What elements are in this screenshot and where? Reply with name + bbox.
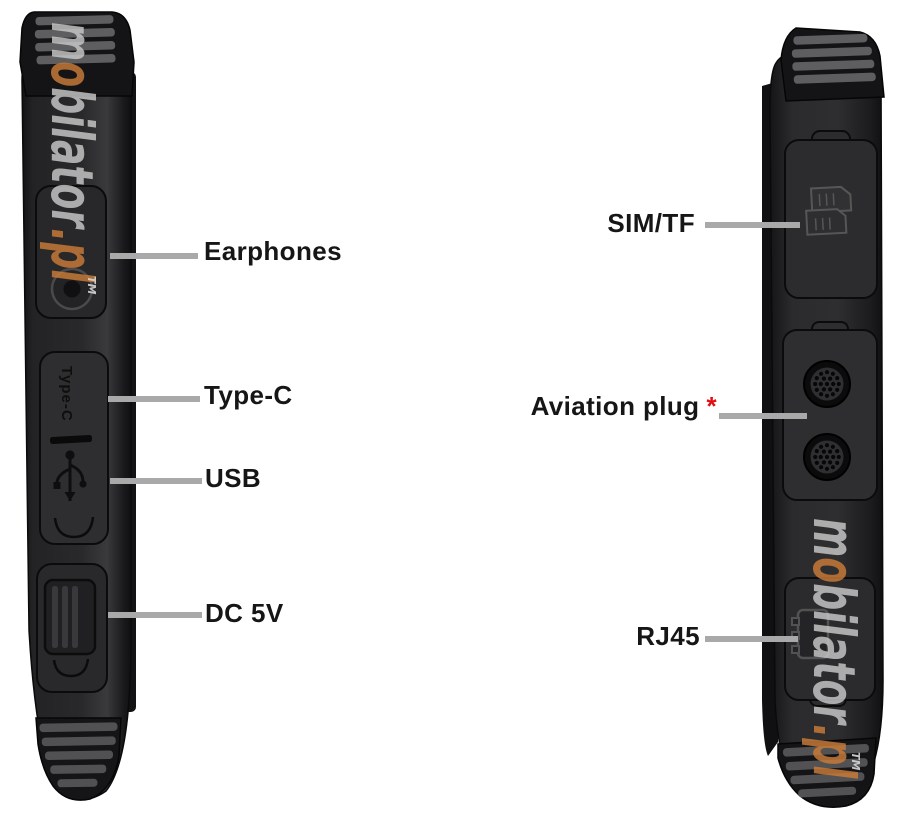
trademark-mark: TM — [849, 752, 862, 771]
footnote-asterisk: * — [706, 391, 717, 421]
callout-label-usb: USB — [205, 463, 262, 493]
watermark-right: mobilator.pl TM — [800, 518, 866, 779]
callout-label-dc-5v: DC 5V — [205, 598, 284, 628]
callout-line-type-c — [108, 396, 200, 402]
watermark-left: mobilator.pl TM — [38, 22, 104, 295]
callout-label-earphones: Earphones — [204, 236, 342, 266]
usb-trident-icon — [53, 450, 87, 501]
callout-line-earphones — [110, 253, 198, 259]
callout-line-aviation-plug — [719, 413, 807, 419]
typec-usb-port-flap: Type-C — [39, 351, 109, 545]
round-pin-connector-icon — [803, 433, 851, 481]
aviation-plug-label-text: Aviation plug — [530, 391, 700, 421]
svg-text:mobilator.pl: mobilator.pl — [800, 518, 866, 779]
sim-tf-flap — [784, 130, 878, 299]
dc-port-flap — [36, 563, 108, 693]
rj45-flap — [784, 577, 876, 707]
round-pin-connector-icon — [803, 360, 851, 408]
flap-pull-tab — [53, 516, 95, 539]
flap-divider — [49, 435, 93, 444]
right-device-bottom-bumper — [777, 737, 877, 808]
typec-flap-marking: Type-C — [58, 366, 75, 422]
svg-text:mobilator.pl: mobilator.pl — [38, 22, 104, 283]
callout-label-sim-tf: SIM/TF — [607, 208, 695, 238]
rj45-jack-icon — [791, 608, 830, 660]
earphones-port-flap — [35, 185, 107, 319]
trademark-mark: TM — [85, 276, 98, 295]
callout-line-dc-5v — [108, 612, 202, 618]
callout-line-usb — [110, 478, 202, 484]
aviation-plug-flap — [782, 321, 878, 501]
callout-label-rj45: RJ45 — [636, 621, 700, 651]
callout-label-aviation-plug: Aviation plug* — [531, 393, 717, 419]
callout-label-type-c: Type-C — [204, 380, 293, 410]
left-device-top-bumper — [19, 11, 135, 97]
right-side-view-illustration: mobilator.pl TM — [762, 27, 885, 808]
right-device-top-bumper — [780, 27, 885, 102]
left-side-view-illustration: Type-C — [19, 11, 136, 801]
sim-cards-icon — [805, 185, 853, 236]
callout-line-sim-tf — [705, 222, 800, 228]
flap-pull-tab — [52, 658, 90, 678]
left-device-bottom-bumper — [35, 717, 122, 801]
callout-line-rj45 — [705, 636, 798, 642]
